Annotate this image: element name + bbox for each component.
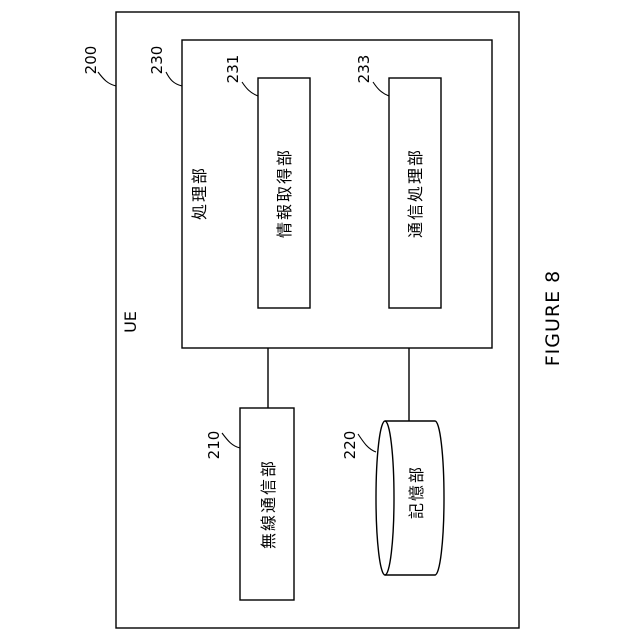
wireless-communication-unit-ref-leader	[222, 433, 240, 448]
communication-processing-unit-label: 通信処理部	[406, 148, 425, 238]
communication-processing-unit-ref-number: 233	[355, 55, 373, 84]
ue-ref-number: 200	[82, 46, 100, 75]
processing-unit-ref-leader	[166, 72, 182, 86]
info-acquisition-unit-label: 情報取得部	[275, 148, 294, 238]
wireless-communication-unit-label: 無線通信部	[259, 459, 278, 549]
processing-unit-box	[182, 40, 492, 348]
storage-unit-ref-number: 220	[341, 431, 359, 460]
storage-unit-ref-leader	[358, 434, 376, 452]
ue-box	[116, 12, 519, 628]
info-acquisition-unit-ref-leader	[242, 82, 258, 96]
processing-unit-ref-number: 230	[148, 46, 166, 75]
ue-label: UE	[121, 311, 140, 333]
processing-unit-label: 処理部	[190, 166, 209, 220]
storage-unit-label: 記憶部	[407, 465, 426, 519]
info-acquisition-unit-ref-number: 231	[224, 55, 242, 84]
ue-ref-leader	[98, 72, 116, 86]
communication-processing-unit-ref-leader	[373, 82, 389, 96]
wireless-communication-unit-ref-number: 210	[205, 431, 223, 460]
figure-caption: FIGURE 8	[542, 270, 564, 367]
